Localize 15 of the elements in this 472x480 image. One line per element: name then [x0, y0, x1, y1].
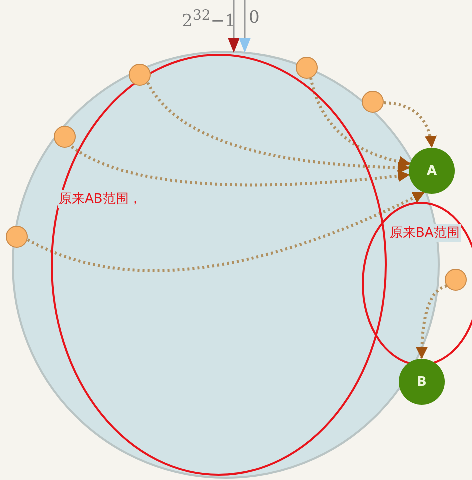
server-node: A: [409, 148, 455, 194]
arrow: [146, 82, 410, 174]
arrow: [384, 102, 436, 148]
arrow: [416, 284, 448, 360]
range-label: 原来BA范围: [389, 224, 461, 242]
hash-point: [296, 57, 318, 79]
hash-point: [445, 269, 467, 291]
hash-point: [6, 226, 28, 248]
position-label: 2$^{32}$−1: [182, 8, 236, 32]
arrow: [27, 192, 426, 272]
server-node: B: [399, 359, 445, 405]
arrow: [71, 146, 410, 187]
position-label: 0: [249, 8, 260, 28]
hash-point: [362, 91, 384, 113]
arrow: [310, 78, 412, 168]
